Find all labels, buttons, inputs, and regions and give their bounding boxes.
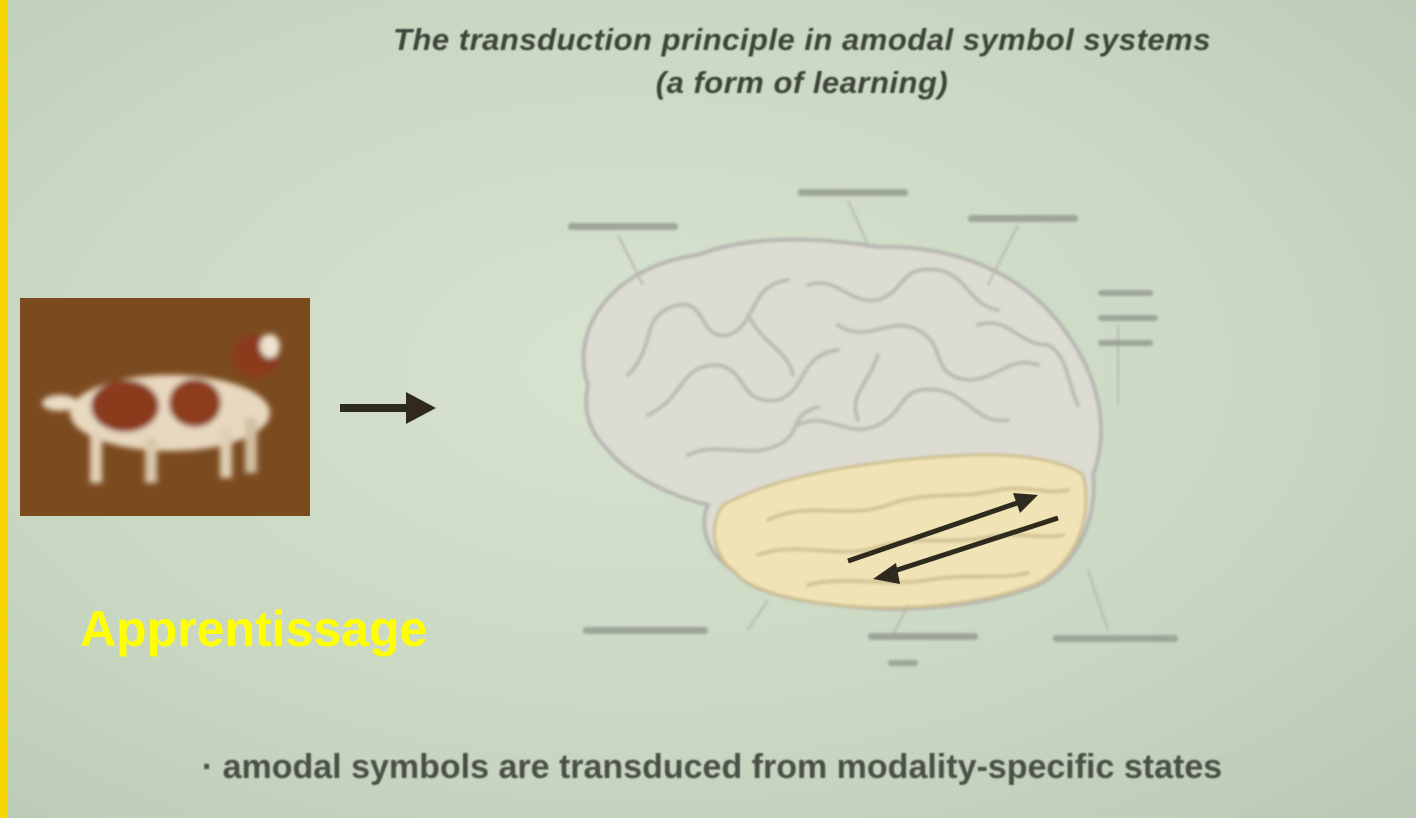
slide: The transduction principle in amodal sym… [8, 0, 1416, 818]
right-arrow-icon [338, 388, 438, 428]
dog-photo [20, 298, 310, 516]
brain-diagram [548, 175, 1188, 695]
apprentissage-label: Apprentissage [80, 600, 427, 658]
slide-title: The transduction principle in amodal sym… [98, 22, 1416, 58]
bullet-text: · amodal symbols are transduced from mod… [8, 748, 1416, 787]
dog-illustration [20, 298, 310, 516]
slide-subtitle: (a form of learning) [98, 65, 1416, 101]
